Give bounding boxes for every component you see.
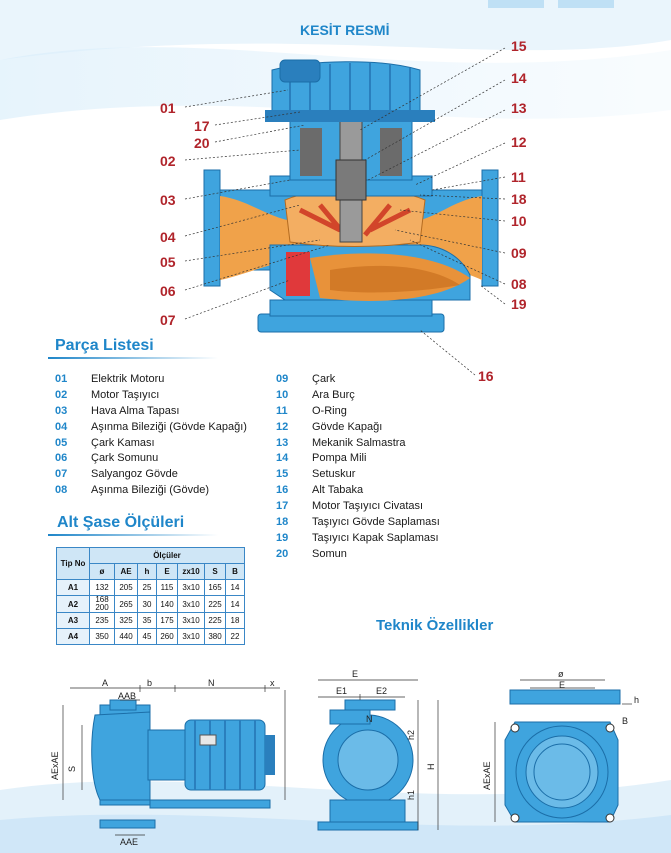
base-label-B: B bbox=[622, 716, 628, 726]
side-label-S: S bbox=[67, 766, 77, 772]
table-header-tip: Tip No bbox=[56, 547, 90, 580]
callout-02: 02 bbox=[160, 153, 176, 169]
tech-specs-title: Teknik Özellikler bbox=[376, 617, 494, 634]
table-header-cell: h bbox=[137, 563, 157, 580]
front-label-E: E bbox=[352, 669, 358, 679]
callout-03: 03 bbox=[160, 192, 176, 208]
side-label-AAE: AAE bbox=[120, 837, 138, 847]
table-header-cell: S bbox=[204, 563, 226, 580]
chassis-title: Alt Şase Ölçüleri bbox=[57, 514, 185, 531]
side-label-A: A bbox=[102, 678, 108, 688]
callout-09: 09 bbox=[511, 245, 527, 261]
front-label-N: N bbox=[366, 714, 373, 724]
callout-18: 18 bbox=[511, 191, 527, 207]
base-label-AExAE: AExAE bbox=[482, 761, 492, 790]
parts-list-title: Parça Listesi bbox=[55, 337, 154, 354]
callout-08: 08 bbox=[511, 276, 527, 292]
callout-04: 04 bbox=[160, 229, 176, 245]
front-label-E2: E2 bbox=[376, 686, 387, 696]
front-label-H: H bbox=[426, 764, 436, 771]
page-title: KESİT RESMİ bbox=[300, 22, 390, 38]
table-header-group: Ölçüler bbox=[89, 547, 245, 564]
callout-06: 06 bbox=[160, 283, 176, 299]
parts-list-underline bbox=[48, 357, 218, 359]
callout-17: 17 bbox=[194, 118, 210, 134]
base-label-diameter: ø bbox=[558, 669, 564, 679]
base-label-E: E bbox=[559, 680, 565, 690]
callout-20: 20 bbox=[194, 135, 210, 151]
side-label-N: N bbox=[208, 678, 215, 688]
front-label-h2: h2 bbox=[406, 730, 416, 740]
front-label-E1: E1 bbox=[336, 686, 347, 696]
table-header-cell: ø bbox=[89, 563, 115, 580]
side-label-b: b bbox=[147, 678, 152, 688]
callout-14: 14 bbox=[511, 70, 527, 86]
side-view-drawing: A b N x AAB AAE S AExAE bbox=[50, 678, 286, 847]
callout-16: 16 bbox=[478, 368, 494, 384]
callout-11: 11 bbox=[511, 169, 526, 185]
callout-12: 12 bbox=[511, 134, 527, 150]
front-view-drawing: E E1 E2 N h2 h1 H bbox=[317, 669, 439, 831]
front-label-h1: h1 bbox=[406, 790, 416, 800]
callout-07: 07 bbox=[160, 312, 176, 328]
callout-10: 10 bbox=[511, 213, 527, 229]
callout-05: 05 bbox=[160, 254, 176, 270]
table-header-cell: E bbox=[156, 563, 178, 580]
base-plate-drawing: ø E h B AExAE bbox=[482, 669, 639, 823]
side-label-x: x bbox=[270, 678, 275, 688]
side-label-AExAE: AExAE bbox=[50, 751, 60, 780]
callout-19: 19 bbox=[511, 296, 527, 312]
base-label-h: h bbox=[634, 695, 639, 705]
callout-01: 01 bbox=[160, 100, 176, 116]
side-label-AAB: AAB bbox=[118, 691, 136, 701]
callout-15: 15 bbox=[511, 38, 527, 54]
chassis-underline bbox=[48, 534, 218, 536]
callout-13: 13 bbox=[511, 100, 527, 116]
table-header-cell: B bbox=[225, 563, 245, 580]
